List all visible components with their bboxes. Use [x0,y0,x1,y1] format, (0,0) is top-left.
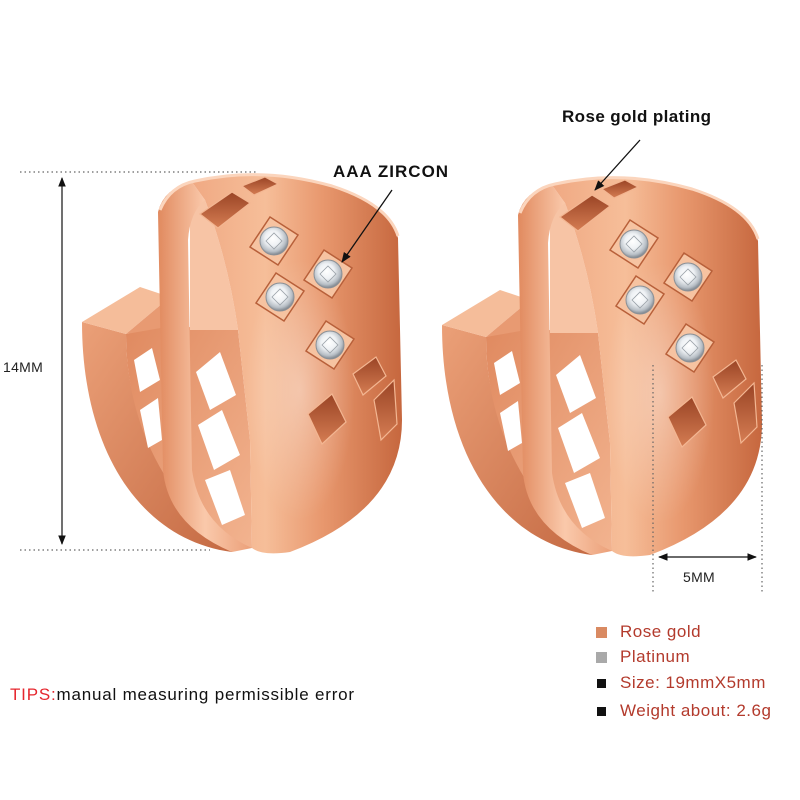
legend-item: Size: 19mmX5mm [596,673,766,693]
legend-label: Platinum [620,647,691,666]
tips-prefix: TIPS: [10,685,57,704]
legend-label: Rose gold [620,622,702,641]
right-earring [440,175,764,558]
tips-text: manual measuring permissible error [56,685,355,704]
bullet-square-icon [597,678,606,688]
zircon-callout-arrow [341,189,393,263]
legend-label: Size: 19mmX5mm [620,673,766,692]
platinum-swatch [596,651,607,663]
height-label: 14MM [3,359,44,375]
legend-item: Weight about: 2.6g [596,701,771,721]
rose-gold-swatch [596,626,607,638]
tips-note: TIPS:manual measuring permissible error [10,685,355,705]
plating-callout-label: Rose gold plating [562,107,712,126]
legend-item: Platinum [596,647,690,667]
left-earring [80,172,404,555]
width-label: 5MM [683,569,716,585]
plating-callout-arrow [594,139,641,191]
legend-item: Rose gold [596,622,701,642]
legend-label: Weight about: 2.6g [620,701,772,720]
bullet-square-icon [597,706,606,716]
zircon-callout-label: AAA ZIRCON [333,162,450,181]
